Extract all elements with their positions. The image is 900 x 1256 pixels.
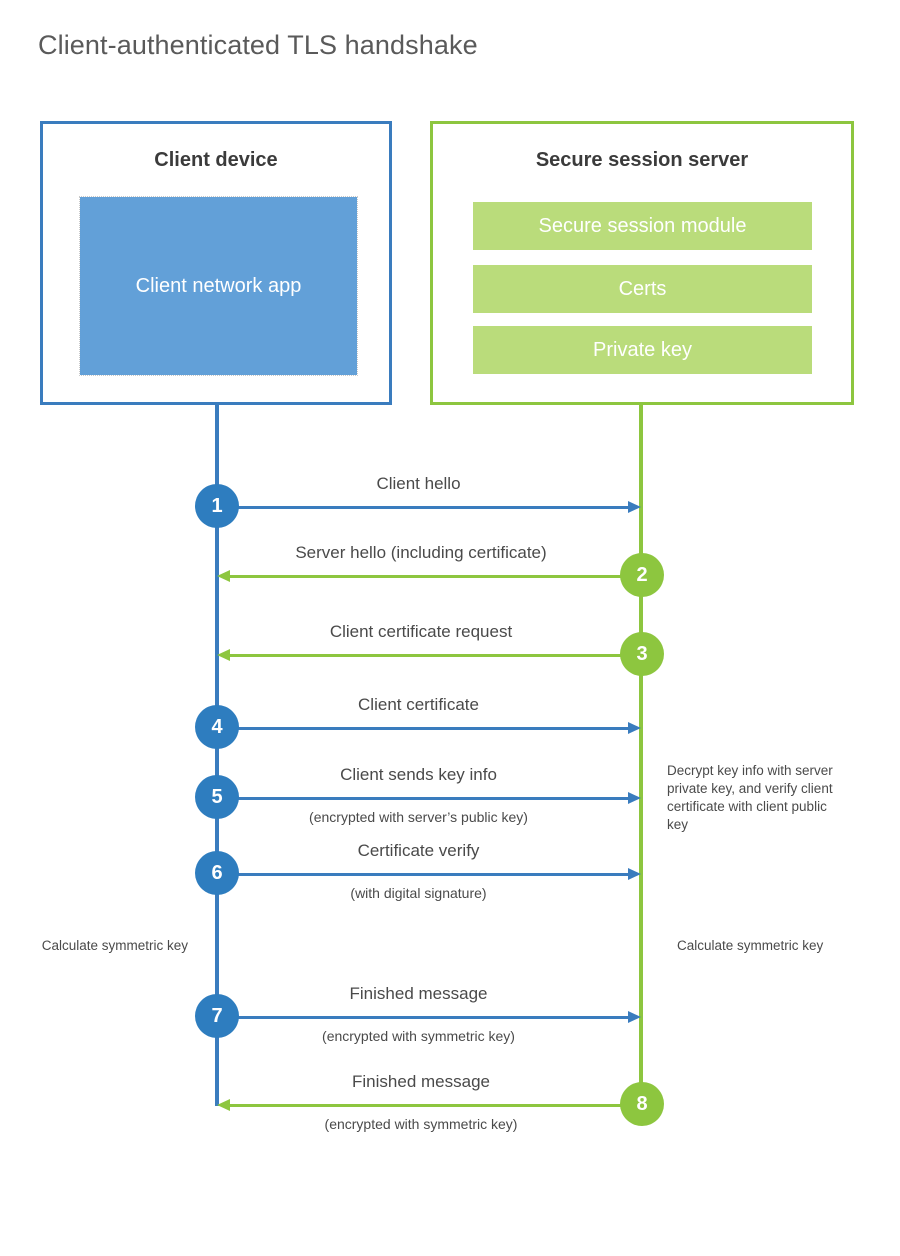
message-2-arrowhead xyxy=(217,570,230,582)
message-8-sublabel: (encrypted with symmetric key) xyxy=(324,1116,518,1132)
message-4-arrowhead xyxy=(628,722,641,734)
message-5-sublabel: (encrypted with server’s public key) xyxy=(309,809,528,825)
message-8-line xyxy=(230,1104,641,1107)
client-device-title: Client device xyxy=(154,149,278,171)
message-6-label: Certificate verify xyxy=(357,841,480,860)
step-badge-1[interactable]: 1 xyxy=(195,484,239,528)
message-6-sublabel: (with digital signature) xyxy=(350,885,487,901)
message-6-line xyxy=(196,873,628,876)
message-7-line xyxy=(196,1016,628,1019)
annotation-calculate-symmetric-key-server: Calculate symmetric key xyxy=(677,938,824,953)
message-1-label: Client hello xyxy=(376,474,461,493)
step-badge-4[interactable]: 4 xyxy=(195,705,239,749)
client-device-box: Client device Client network app xyxy=(40,121,392,405)
message-1-arrowhead xyxy=(628,501,641,513)
message-2-label: Server hello (including certificate) xyxy=(295,543,547,562)
server-module-secure-session-module: Secure session module xyxy=(473,202,812,250)
server-lifeline xyxy=(639,404,643,1106)
secure-session-server-title: Secure session server xyxy=(535,149,749,171)
step-badge-7[interactable]: 7 xyxy=(195,994,239,1038)
message-4-label: Client certificate xyxy=(358,695,479,714)
server-module-private-key: Private key xyxy=(473,326,812,374)
client-network-app-label: Client network app xyxy=(135,275,302,297)
step-badge-8[interactable]: 8 xyxy=(620,1082,664,1126)
annotation-calculate-symmetric-key-client: Calculate symmetric key xyxy=(41,938,188,953)
message-5-line xyxy=(196,797,628,800)
message-5-arrowhead xyxy=(628,792,641,804)
message-3-line xyxy=(230,654,641,657)
step-badge-5[interactable]: 5 xyxy=(195,775,239,819)
message-3-label: Client certificate request xyxy=(329,622,513,641)
message-8-label: Finished message xyxy=(352,1072,490,1091)
client-network-app-block: Client network app xyxy=(79,196,358,376)
step-badge-3[interactable]: 3 xyxy=(620,632,664,676)
page-title: Client-authenticated TLS handshake xyxy=(38,30,478,60)
message-7-sublabel: (encrypted with symmetric key) xyxy=(322,1028,515,1044)
message-5-label: Client sends key info xyxy=(340,765,497,784)
secure-session-server-box: Secure session server Secure session mod… xyxy=(430,121,854,405)
message-8-arrowhead xyxy=(217,1099,230,1111)
message-7-arrowhead xyxy=(628,1011,641,1023)
message-4-line xyxy=(196,727,628,730)
step-badge-2[interactable]: 2 xyxy=(620,553,664,597)
message-3-arrowhead xyxy=(217,649,230,661)
message-1-line xyxy=(196,506,628,509)
message-7-label: Finished message xyxy=(349,984,488,1003)
message-2-line xyxy=(230,575,641,578)
step-badge-6[interactable]: 6 xyxy=(195,851,239,895)
client-lifeline xyxy=(215,404,219,1106)
message-6-arrowhead xyxy=(628,868,641,880)
annotation-decrypt-key-info: Decrypt key info with server private key… xyxy=(667,763,833,832)
server-module-certs: Certs xyxy=(473,265,812,313)
